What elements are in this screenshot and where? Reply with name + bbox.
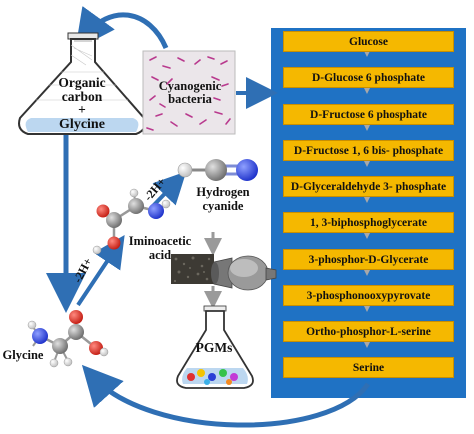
pathway-step-glucose: Glucose [283, 31, 454, 52]
catalytic-converter-image [211, 255, 277, 291]
pathway-step-glyceraldehyde-3-phosphate: D-Glyceraldehyde 3- phosphate [283, 176, 454, 197]
pathway-step-serine: Serine [283, 357, 454, 378]
pathway-step-phosphor-serine: Ortho-phosphor-L-serine [283, 321, 454, 342]
curved-arrow-top [75, 6, 169, 51]
arrow-glycine-to-iminoacetic [76, 235, 125, 307]
pathway-step-fructose-6-phosphate: D-Fructose 6 phosphate [283, 104, 454, 125]
bacteria-label-line1: Cyanogenic [158, 79, 222, 93]
flask-label-carbon: carbon [61, 89, 103, 104]
pgms-label: PGMs [195, 340, 233, 355]
pathway-step-fructose-bisphosphate: D-Fructose 1, 6 bis- phosphate [283, 140, 454, 161]
hydrogen-cyanide-molecule-icon [177, 159, 258, 181]
hydrogen-cyanide-label-line2: cyanide [202, 199, 244, 213]
pathway-step-biphosphoglycerate: 1, 3-biphosphoglycerate [283, 212, 454, 233]
iminoacetic-label-line2: acid [148, 248, 172, 262]
material-sample-image [171, 254, 214, 284]
bacteria-image [142, 50, 236, 135]
flask-label-plus: + [78, 102, 86, 117]
iminoacetic-label-line1: Iminoacetic [128, 234, 192, 248]
flask-label-glycine: Glycine [59, 117, 105, 132]
pathway-step-phosphonooxypyrovate: 3-phosphonooxypyrovate [283, 285, 454, 306]
flask-label-organic: Organic [58, 75, 106, 90]
iminoacetic-acid-molecule-icon [92, 188, 171, 255]
pathway-step-phosphor-glycerate: 3-phosphor-D-Glycerate [283, 249, 454, 270]
pathway-step-arrows [364, 51, 370, 348]
curved-arrow-bottom [81, 364, 371, 428]
hydrogen-cyanide-label-line1: Hydrogen [196, 185, 250, 199]
bacteria-label-line2: bacteria [168, 92, 212, 106]
pgms-flask-icon [176, 305, 254, 389]
glycine-molecule-icon [27, 310, 109, 368]
glycine-label: Glycine [2, 348, 44, 362]
pathway-step-glucose-6-phosphate: D-Glucose 6 phosphate [283, 67, 454, 88]
